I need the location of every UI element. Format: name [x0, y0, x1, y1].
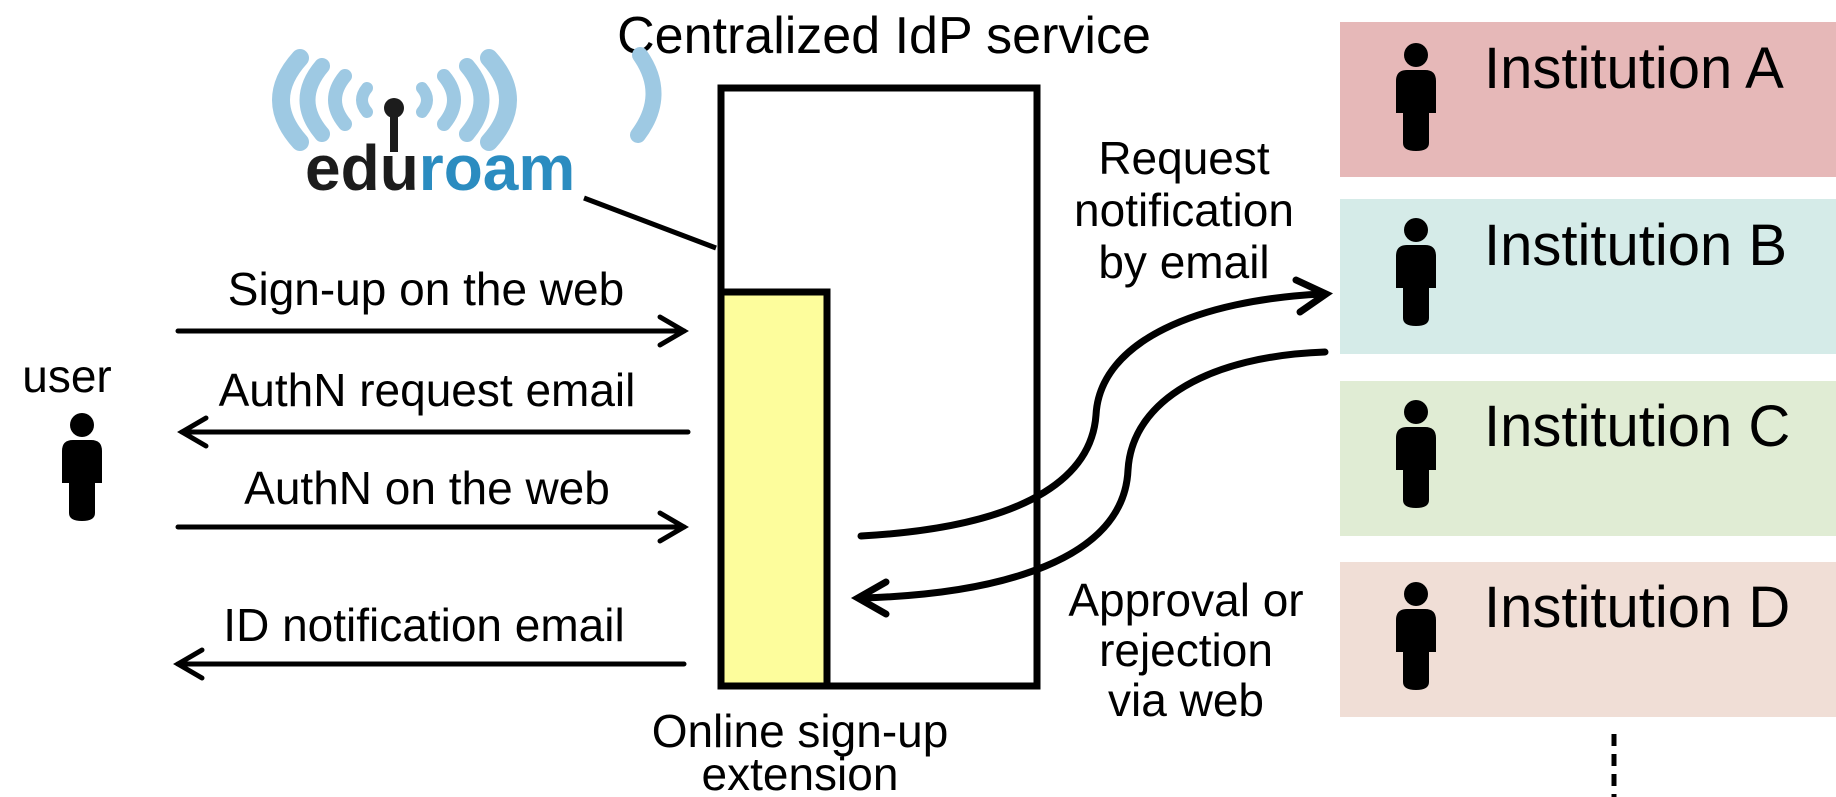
- institution-d-label: Institution D: [1484, 575, 1790, 640]
- eduroam-logo: eduroam: [272, 47, 662, 204]
- id-notification-label: ID notification email: [223, 599, 624, 651]
- signup-extension-box: [717, 288, 831, 690]
- diagram-title: Centralized IdP service: [617, 7, 1151, 65]
- institution-a: Institution A: [1340, 22, 1836, 177]
- authn-web-label: AuthN on the web: [244, 462, 610, 514]
- user-person-icon: [62, 413, 102, 521]
- user-label: user: [22, 350, 111, 402]
- flow-arrows: [173, 314, 691, 681]
- approval-label-1: Approval or: [1068, 574, 1303, 626]
- request-notification-label-3: by email: [1098, 236, 1269, 288]
- request-notification-arrowhead: [1292, 276, 1334, 316]
- approval-curve: [858, 348, 1329, 602]
- request-notification-label-1: Request: [1098, 132, 1270, 184]
- institution-b-label: Institution B: [1484, 213, 1787, 278]
- extension-label-line1: Online sign-up: [652, 705, 949, 757]
- antenna-stem-icon: [390, 108, 398, 152]
- institution-c: Institution C: [1340, 381, 1836, 536]
- approval-label-2: rejection: [1099, 624, 1273, 676]
- authn-web-arrowhead: [657, 510, 689, 544]
- logo-text: eduroam: [305, 132, 575, 204]
- extension-label-line2: extension: [702, 748, 899, 797]
- authn-request-label: AuthN request email: [219, 364, 636, 416]
- curved-arrows: [850, 276, 1334, 618]
- approval-label-3: via web: [1108, 674, 1264, 726]
- logo-text-edu: edu: [305, 132, 419, 204]
- logo-text-roam: roam: [419, 132, 576, 204]
- signup-label: Sign-up on the web: [228, 263, 624, 315]
- logo-connector-line: [583, 195, 717, 251]
- wifi-waves-icon: [272, 47, 662, 151]
- id-notification-arrowhead: [173, 647, 205, 681]
- institution-c-label: Institution C: [1484, 394, 1790, 459]
- authn-request-arrowhead: [177, 415, 209, 449]
- request-notification-label-2: notification: [1074, 184, 1294, 236]
- approval-arrowhead: [850, 578, 890, 618]
- institution-d: Institution D: [1340, 562, 1836, 717]
- institution-a-label: Institution A: [1484, 36, 1784, 101]
- signup-arrowhead: [657, 314, 689, 348]
- institution-b: Institution B: [1340, 199, 1836, 354]
- request-notification-curve: [857, 290, 1326, 540]
